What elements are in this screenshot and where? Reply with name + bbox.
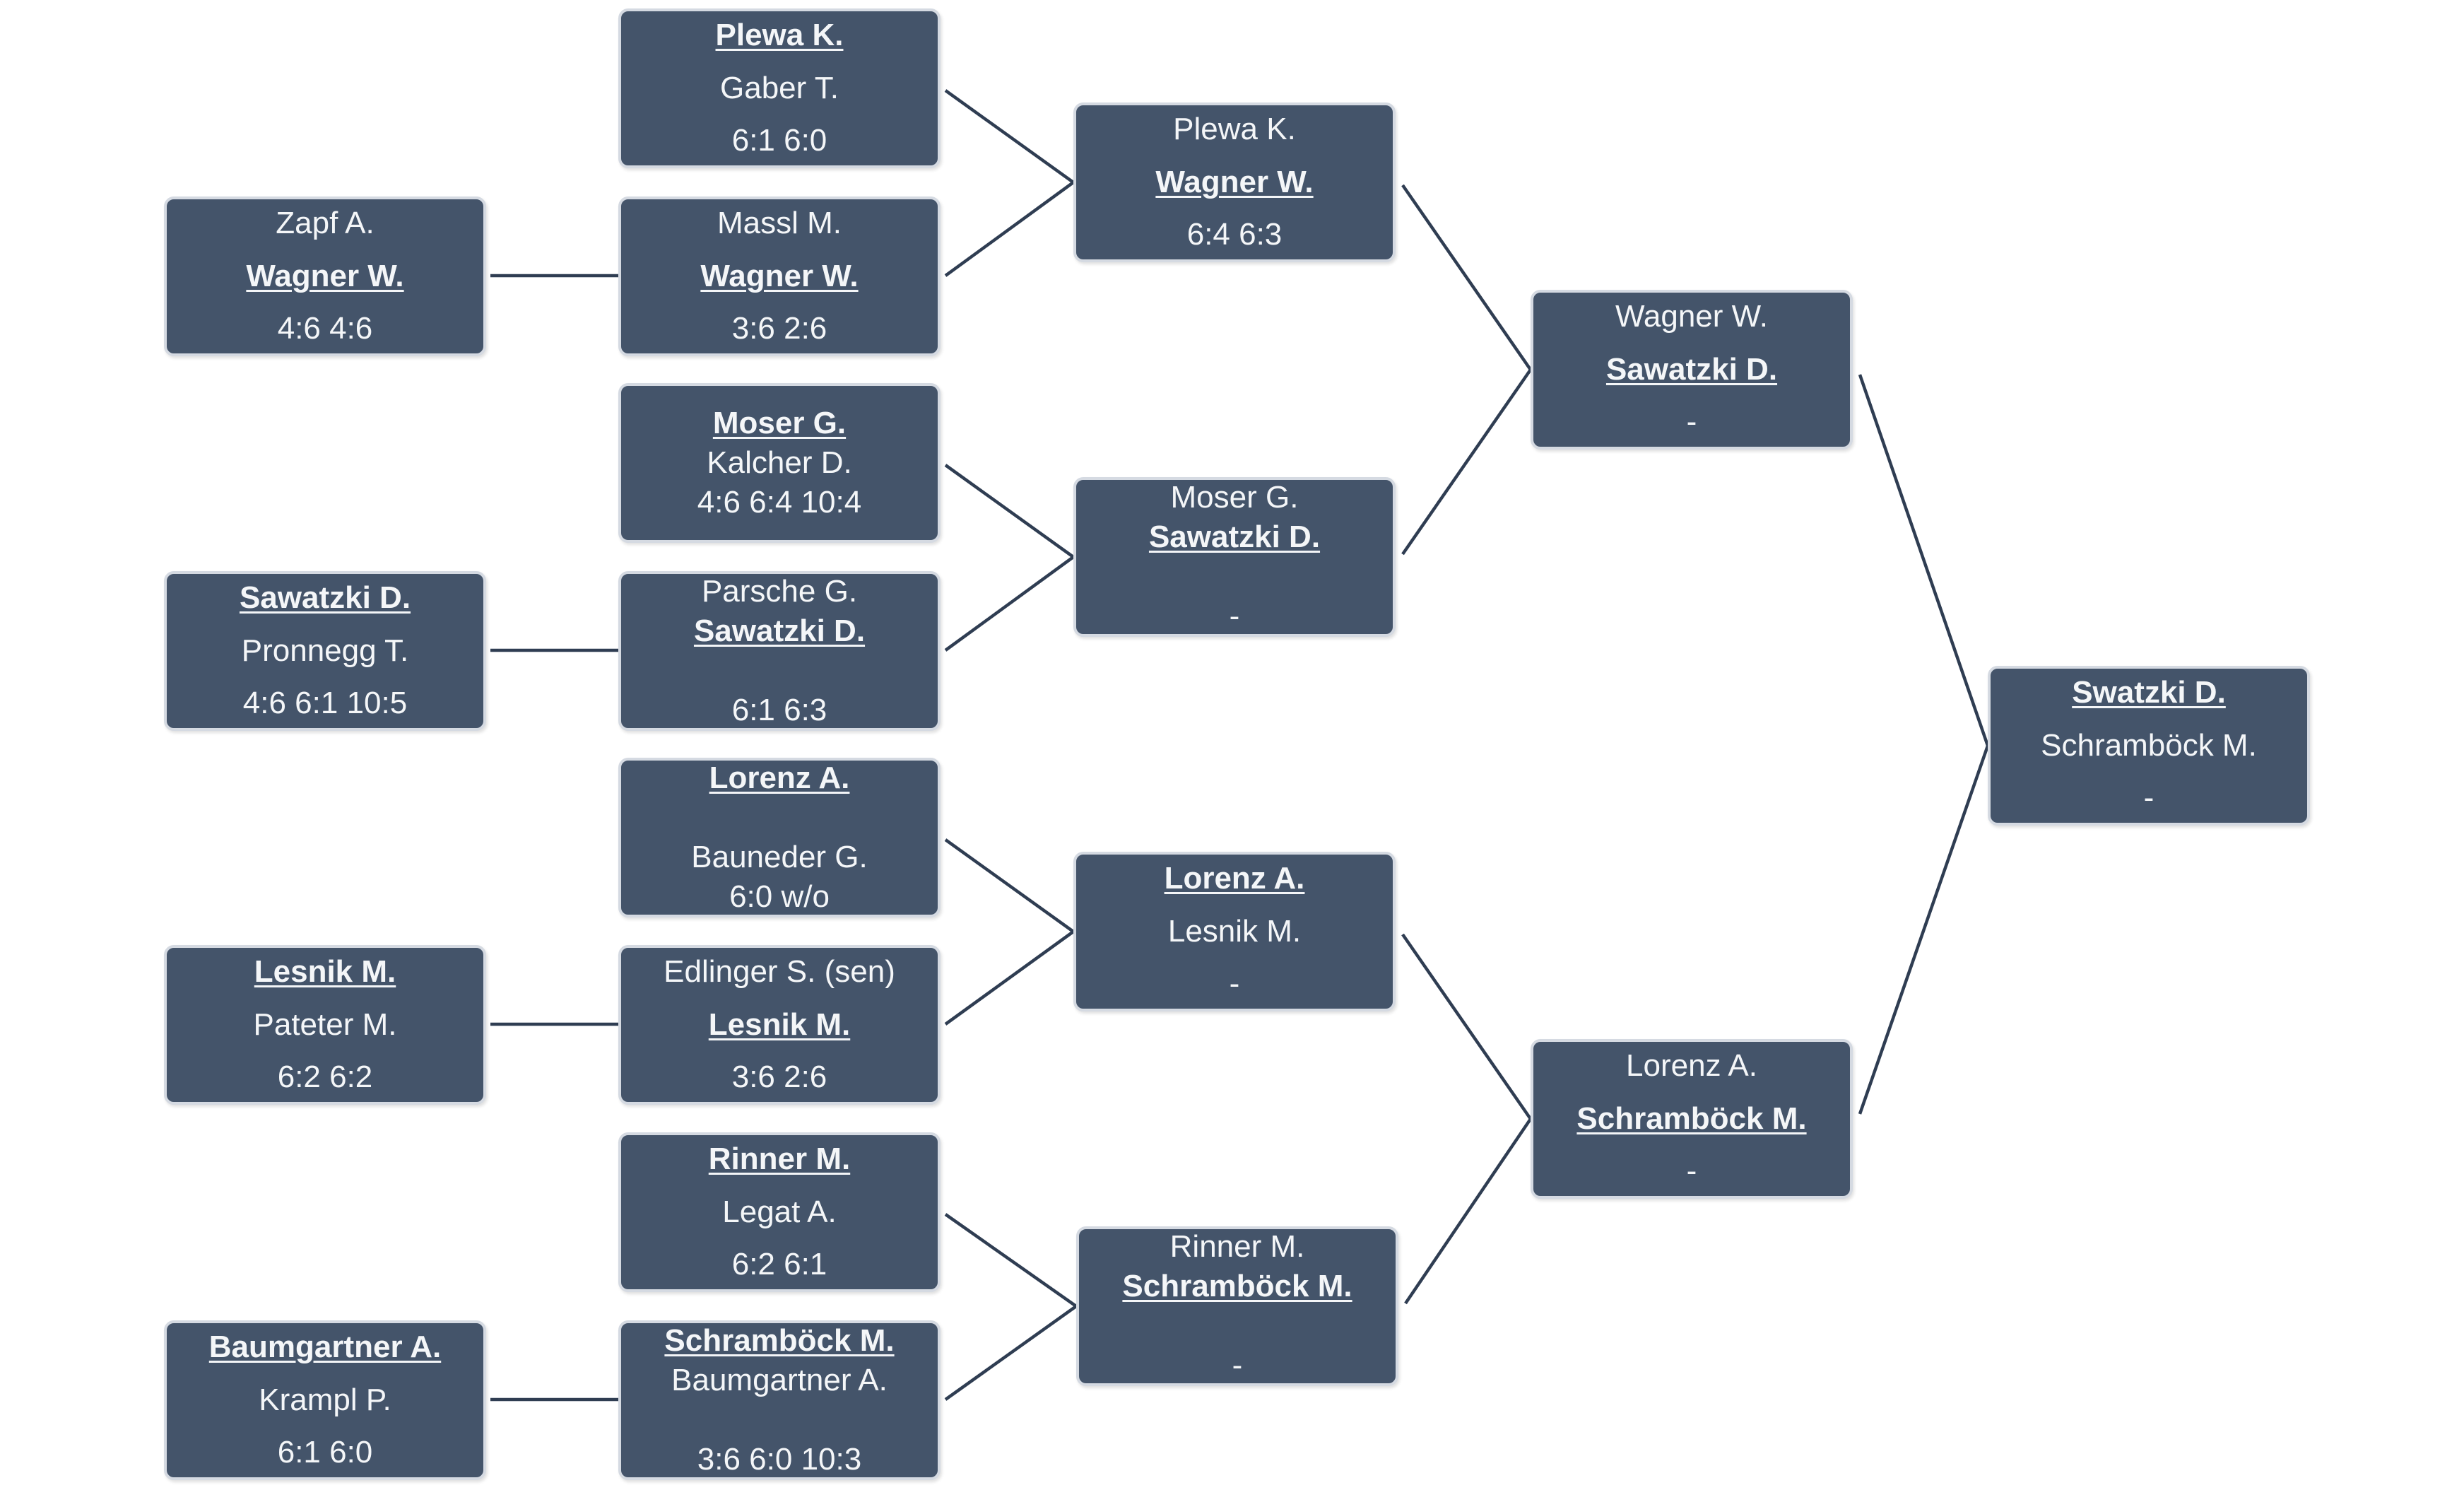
player-name: Plewa K. — [1173, 111, 1296, 146]
player-name: Gaber T. — [720, 70, 839, 105]
player-name: Kalcher D. — [707, 445, 852, 481]
player-name: Zapf A. — [276, 205, 375, 240]
match-score: 4:6 6:1 10:5 — [242, 686, 408, 721]
connector-line — [944, 1305, 1078, 1401]
player-name: Wagner W. — [1615, 298, 1768, 334]
connector-line — [944, 838, 1075, 933]
connector-line — [1401, 184, 1532, 371]
match-score: 3:6 2:6 — [731, 311, 827, 346]
player-name: Massl M. — [717, 205, 842, 240]
match-score: 6:2 6:2 — [277, 1060, 373, 1095]
match-score: 4:6 4:6 — [277, 311, 373, 346]
winner-name: Sawatzki D. — [693, 614, 866, 649]
player-name: Rinner M. — [1169, 1229, 1305, 1265]
match-box-r1-schrambock: Schramböck M.Baumgartner A..3:6 6:0 10:3 — [618, 1320, 941, 1480]
winner-name: Schramböck M. — [664, 1323, 895, 1359]
player-name: Krampl P. — [259, 1382, 391, 1417]
connector-line — [944, 181, 1075, 277]
player-name: Schramböck M. — [2041, 727, 2257, 763]
player-name: Pronnegg T. — [241, 633, 409, 668]
match-box-r1-edlinger: Edlinger S. (sen) Lesnik M. 3:6 2:6 — [618, 945, 941, 1105]
match-score: 6:1 6:0 — [277, 1435, 373, 1470]
connector-line — [944, 464, 1075, 558]
match-box-r3-lorenz: Lorenz A. Schramböck M. - — [1531, 1039, 1853, 1199]
match-box-r1-massl: Massl M. Wagner W. 3:6 2:6 — [618, 196, 941, 356]
winner-name: Sawatzki D. — [239, 580, 411, 615]
winner-name: Baumgartner A. — [208, 1329, 442, 1364]
match-box-r4-final: Swatzki D. Schramböck M. - — [1988, 666, 2310, 826]
match-score: - — [1686, 1154, 1697, 1189]
connector-line — [1404, 1118, 1532, 1305]
match-score: 6:1 6:0 — [731, 123, 827, 158]
connector-line — [944, 930, 1075, 1026]
player-name: Bauneder G. — [691, 840, 868, 874]
match-score: 6:4 6:3 — [1186, 217, 1283, 252]
match-box-r0-zapf: Zapf A. Wagner W. 4:6 4:6 — [164, 196, 486, 356]
match-score: - — [2143, 780, 2154, 816]
match-box-r0-baumgartner: Baumgartner A. Krampl P. 6:1 6:0 — [164, 1320, 486, 1480]
match-box-r0-lesnik: Lesnik M. Pateter M. 6:2 6:2 — [164, 945, 486, 1105]
winner-name: Sawatzki D. — [1148, 520, 1321, 555]
player-name: Moser G. — [1170, 480, 1299, 515]
match-score: 6:2 6:1 — [731, 1247, 827, 1282]
winner-name: Moser G. — [712, 406, 847, 441]
player-name: Baumgartner A. — [671, 1363, 888, 1398]
winner-name: Lorenz A. — [709, 761, 850, 796]
winner-name: Plewa K. — [715, 17, 844, 52]
match-box-r1-moser: Moser G. Kalcher D.4:6 6:4 10:4 — [618, 383, 941, 543]
match-box-r2-lorenz: Lorenz A. Lesnik M. - — [1073, 852, 1396, 1011]
winner-name: Schramböck M. — [1122, 1269, 1352, 1304]
match-box-r1-lorenz: Lorenz A..Bauneder G.6:0 w/o — [618, 758, 941, 917]
match-score: 6:0 w/o — [729, 879, 830, 914]
match-score: 3:6 2:6 — [731, 1060, 827, 1095]
player-name: Lesnik M. — [1167, 913, 1302, 949]
match-box-r3-wagner: Wagner W. Sawatzki D. - — [1531, 290, 1853, 450]
connector-line — [1858, 374, 1990, 746]
match-score: 3:6 6:0 10:3 — [697, 1441, 862, 1477]
match-box-r2-rinner: Rinner M.Schramböck M..- — [1076, 1226, 1398, 1386]
match-score: 4:6 6:4 10:4 — [697, 484, 862, 520]
winner-name: Wagner W. — [1155, 164, 1314, 199]
connector-line — [1401, 933, 1532, 1120]
match-score: - — [1229, 598, 1240, 633]
winner-name: Swatzki D. — [2072, 674, 2226, 710]
winner-name: Lesnik M. — [254, 954, 396, 989]
winner-name: Rinner M. — [708, 1141, 851, 1176]
match-score: 6:1 6:3 — [731, 692, 827, 727]
winner-name: Schramböck M. — [1576, 1101, 1807, 1136]
winner-name: Lesnik M. — [708, 1007, 851, 1042]
match-box-r0-sawatzki: Sawatzki D. Pronnegg T. 4:6 6:1 10:5 — [164, 571, 486, 731]
connector-line — [944, 1213, 1078, 1308]
match-score: - — [1229, 966, 1240, 1002]
match-box-r1-plewa: Plewa K. Gaber T. 6:1 6:0 — [618, 8, 941, 168]
winner-name: Wagner W. — [700, 258, 859, 293]
winner-name: Sawatzki D. — [1605, 351, 1778, 387]
match-box-r2-moser: Moser G.Sawatzki D..- — [1073, 477, 1396, 637]
connector-line — [1401, 368, 1532, 556]
match-box-r2-plewa: Plewa K. Wagner W. 6:4 6:3 — [1073, 102, 1396, 262]
match-box-r1-parsche: Parsche G.Sawatzki D..6:1 6:3 — [618, 571, 941, 731]
winner-name: Wagner W. — [246, 258, 404, 293]
connector-line — [944, 89, 1075, 184]
match-score: - — [1232, 1347, 1243, 1383]
player-name: Edlinger S. (sen) — [664, 954, 895, 989]
player-name: Parsche G. — [701, 574, 858, 609]
player-name: Lorenz A. — [1626, 1048, 1757, 1083]
player-name: Legat A. — [722, 1194, 837, 1229]
winner-name: Lorenz A. — [1164, 860, 1305, 896]
match-score: - — [1686, 404, 1697, 440]
player-name: Pateter M. — [253, 1007, 397, 1042]
connector-line — [1858, 745, 1990, 1115]
connector-line — [944, 556, 1075, 652]
match-box-r1-rinner: Rinner M. Legat A. 6:2 6:1 — [618, 1132, 941, 1292]
